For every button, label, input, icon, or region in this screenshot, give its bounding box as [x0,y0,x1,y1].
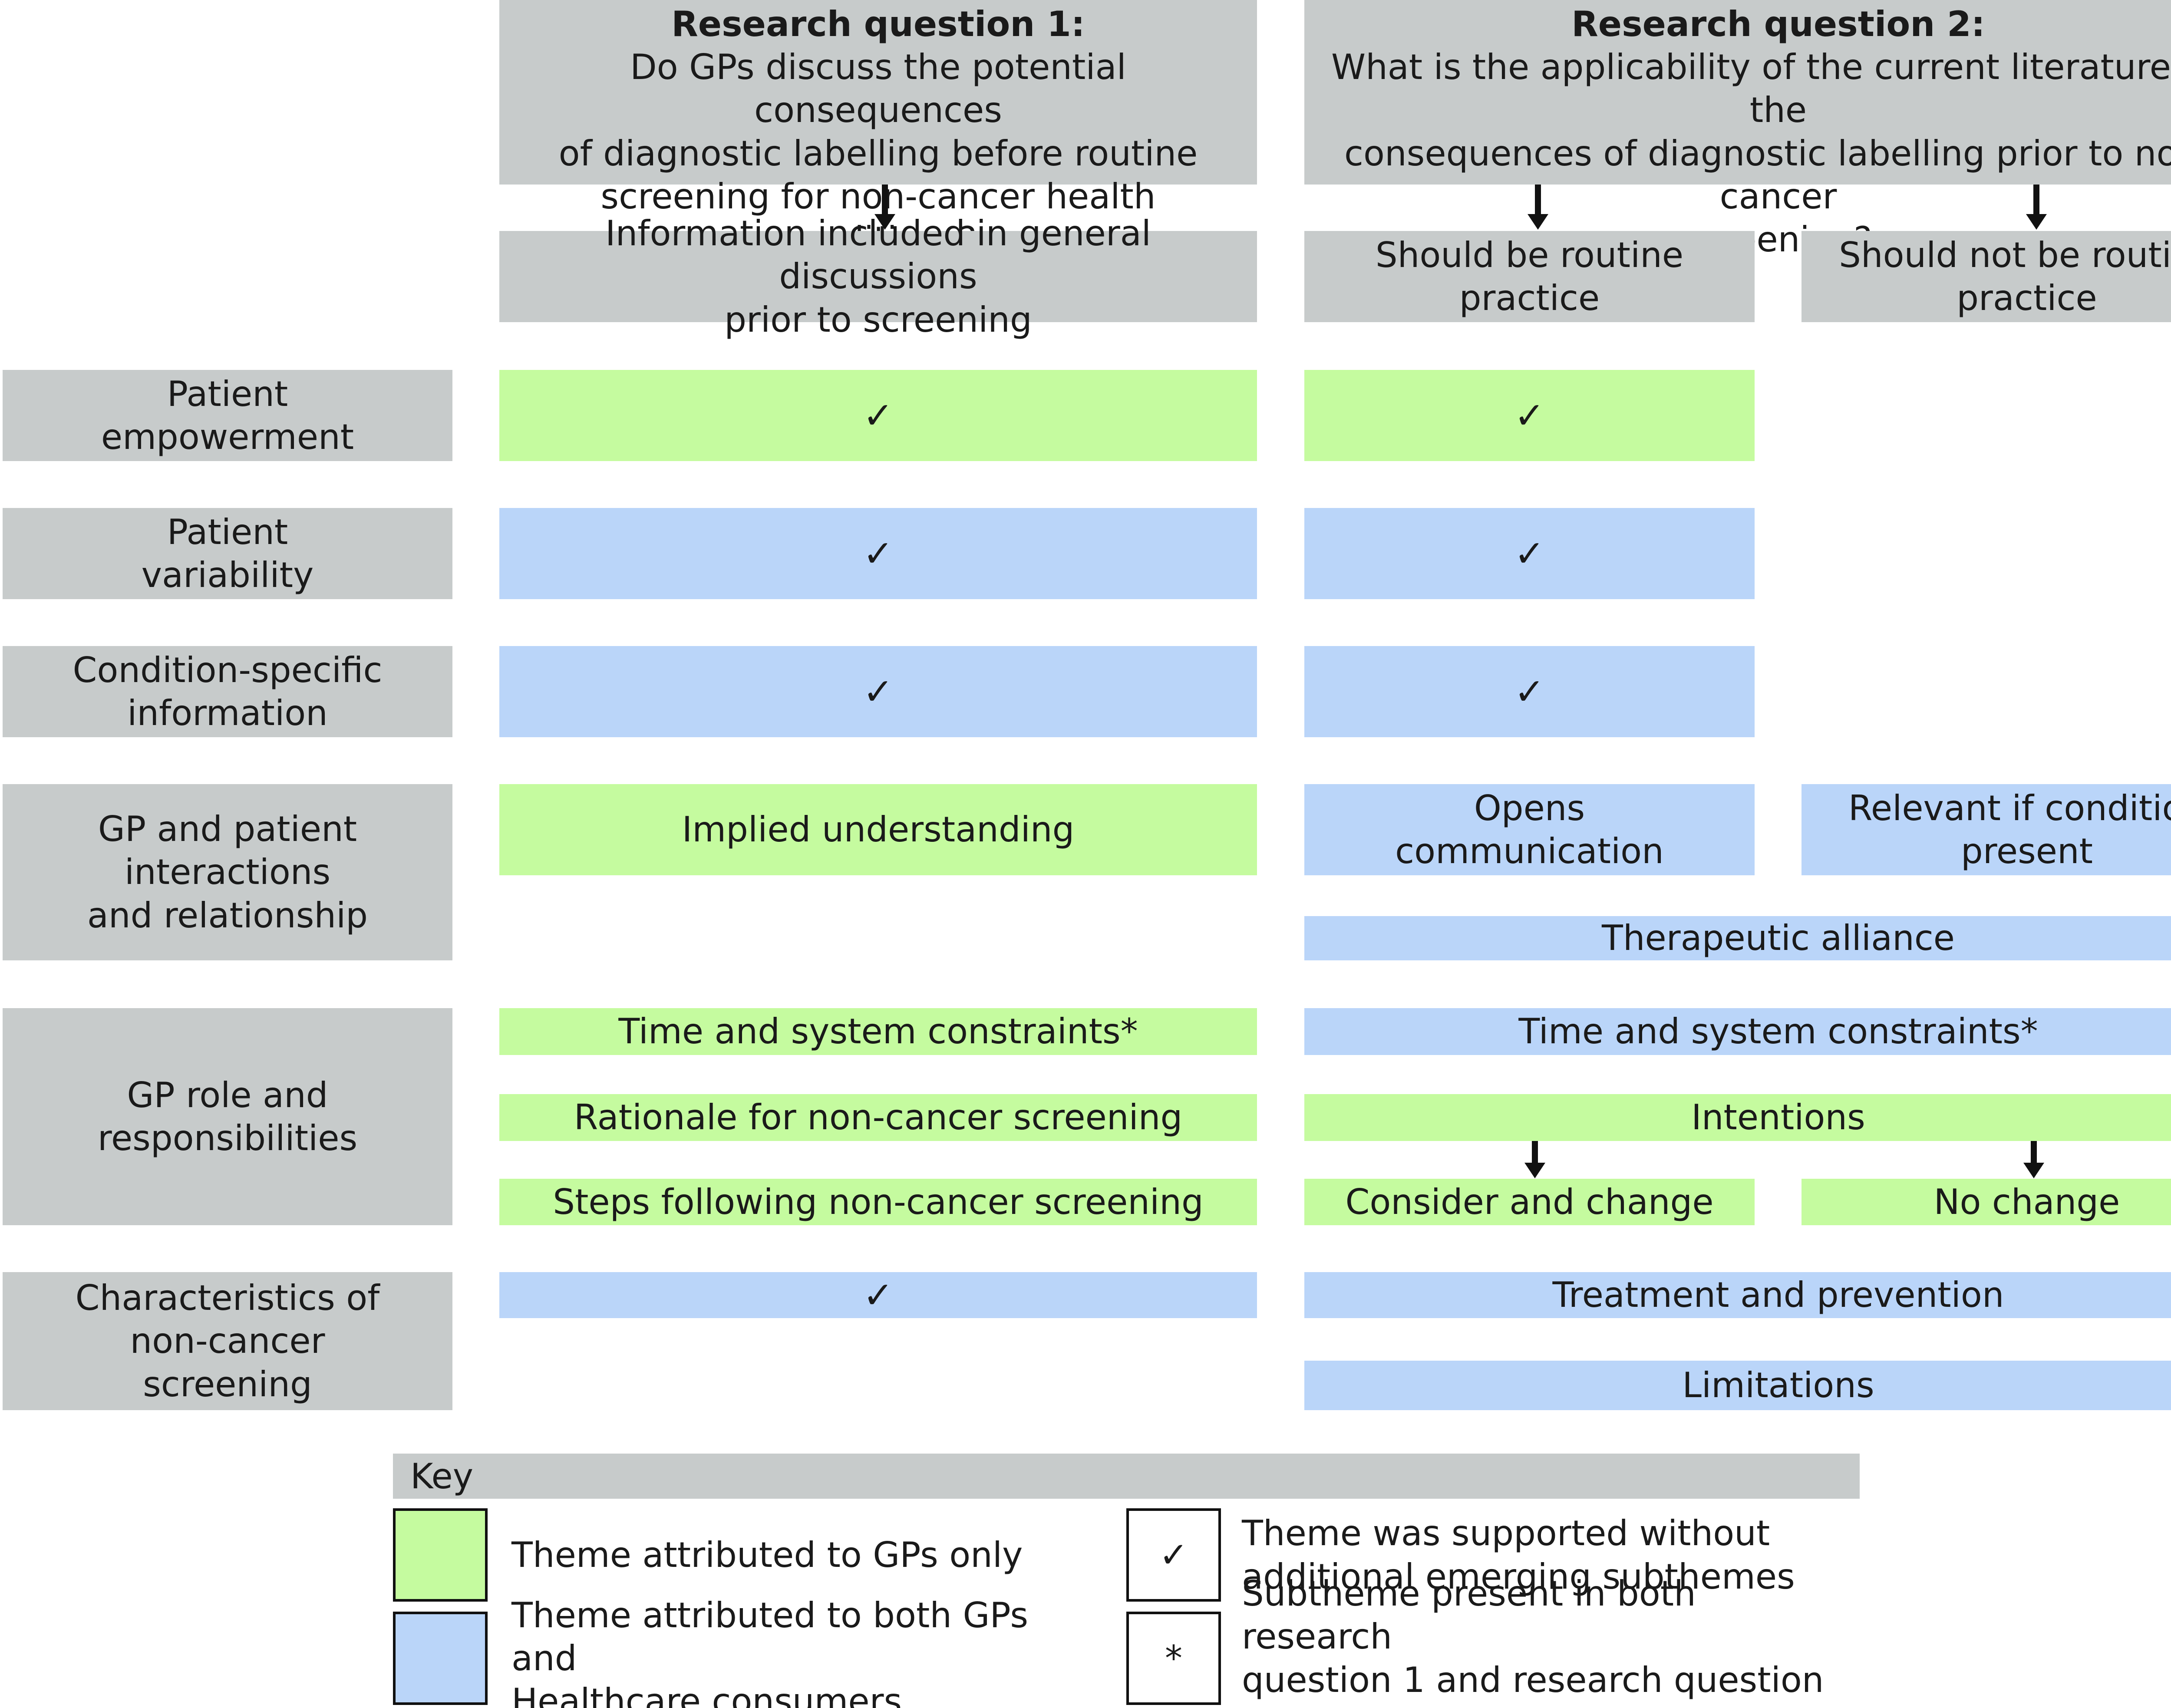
cell-treatment-and-prevention: Treatment and prevention [1304,1272,2171,1318]
arrow-rq2-no-down [2033,185,2039,215]
key-check-label: Theme was supported without additional e… [1242,1513,1795,1597]
arrow-rq2-yes-down [1535,185,1541,215]
rq2-title: Research question 2: [1571,4,1985,44]
theme-condition-specific-information: Condition-specific information [3,646,452,737]
rq2-empowerment-check: ✓ [1304,370,1755,461]
key-check-box: ✓ [1126,1508,1221,1602]
key-green-label: Theme attributed to GPs only [511,1534,1023,1575]
rq1-title: Research question 1: [671,4,1085,44]
rq1-empowerment-check: ✓ [499,370,1257,461]
theme-characteristics-non-cancer-screening: Characteristics of non-cancer screening [3,1272,452,1410]
cell-relevant-if-condition-present: Relevant if condition present [1801,784,2171,875]
key-blue-swatch [393,1612,488,1705]
theme-gp-patient-interactions: GP and patient interactions and relation… [3,784,452,960]
rq1-header: Research question 1:Do GPs discuss the p… [499,0,1257,260]
rq2-variability-check: ✓ [1304,508,1755,599]
cell-time-constraints-rq1: Time and system constraints* [499,1008,1257,1055]
rq1-variability-check: ✓ [499,508,1257,599]
cell-time-constraints-rq2: Time and system constraints* [1304,1008,2171,1055]
theme-patient-variability: Patient variability [3,508,452,599]
cell-intentions: Intentions [1304,1094,2171,1141]
key-star-box: * [1126,1612,1221,1705]
rq2-header: Research question 2:What is the applicab… [1304,0,2171,260]
cell-rationale-non-cancer-screening: Rationale for non-cancer screening [499,1094,1257,1141]
cell-consider-and-change: Consider and change [1304,1179,1755,1225]
cell-no-change: No change [1801,1179,2171,1225]
rq2-not-routine-subheader: Should not be routine practice [1801,231,2171,322]
theme-patient-empowerment: Patient empowerment [3,370,452,461]
key-title: Key [410,1456,474,1497]
arrow-intentions-no-change [2031,1141,2037,1164]
cell-therapeutic-alliance: Therapeutic alliance [1304,916,2171,960]
rq2-question: What is the applicability of the current… [1331,47,2171,260]
rq1-subheader: Information included in general discussi… [499,213,1257,340]
cell-opens-communication: Opens communication [1304,784,1755,875]
cell-limitations: Limitations [1304,1361,2171,1410]
arrow-intentions-consider [1532,1141,1538,1164]
key-green-swatch [393,1508,488,1602]
rq2-routine-subheader: Should be routine practice [1304,231,1755,322]
rq1-condition-check: ✓ [499,646,1257,737]
rq1-characteristics-check: ✓ [499,1272,1257,1318]
rq2-condition-check: ✓ [1304,646,1755,737]
arrow-rq1-down [882,185,888,215]
key-star-label: Subtheme present in both research questi… [1242,1573,1824,1708]
key-header: Key [393,1454,1860,1499]
key-blue-label: Theme attributed to both GPs and Healthc… [511,1595,1028,1708]
theme-gp-role-responsibilities: GP role and responsibilities [3,1008,452,1225]
cell-steps-following-screening: Steps following non-cancer screening [499,1179,1257,1225]
cell-implied-understanding: Implied understanding [499,784,1257,875]
